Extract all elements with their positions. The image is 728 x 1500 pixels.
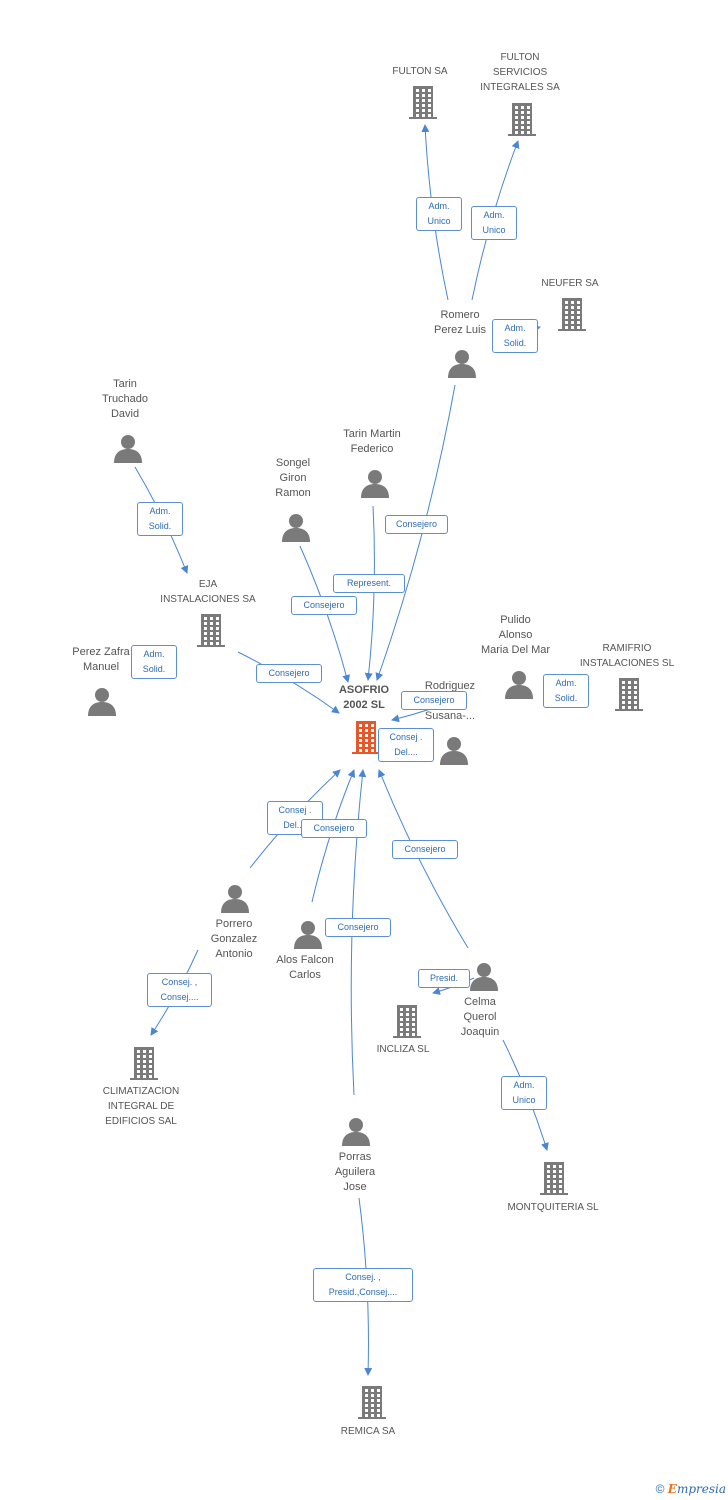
company-label-climatizacion: CLIMATIZACION INTEGRAL DE EDIFICIOS SAL [102, 1086, 180, 1127]
empresia-logo: Empresia [667, 1482, 726, 1496]
footer-brand: © Empresia [656, 1482, 726, 1496]
role-box[interactable]: Adm. Unico [416, 197, 462, 231]
building-icon[interactable] [506, 101, 538, 142]
person-icon[interactable] [469, 961, 499, 996]
person-label-celma: Celma Querol Joaquin [460, 996, 500, 1038]
role-box[interactable]: Adm. Solid. [137, 502, 183, 536]
person-icon[interactable] [447, 348, 477, 383]
person-icon[interactable] [341, 1116, 371, 1151]
role-box[interactable]: Consejero [256, 664, 322, 683]
role-box[interactable]: Adm. Solid. [492, 319, 538, 353]
relation-edge [377, 769, 469, 949]
company-label-fulton: FULTON SA [392, 66, 448, 77]
building-icon[interactable] [613, 676, 645, 717]
building-icon[interactable] [556, 296, 588, 337]
person-icon[interactable] [281, 512, 311, 547]
person-label-alos: Alos Falcon Carlos [276, 954, 334, 981]
person-icon[interactable] [360, 468, 390, 503]
person-label-perez-zafra: Perez Zafra Manuel [72, 646, 130, 673]
role-box[interactable]: Adm. Unico [471, 206, 517, 240]
person-label-tarin-truchado: Tarin Truchado David [101, 378, 149, 420]
center-building-icon[interactable] [350, 719, 382, 760]
role-box[interactable]: Presid. [418, 969, 470, 988]
role-box[interactable]: Adm. Unico [501, 1076, 547, 1110]
company-label-fulton-servicios: FULTON SERVICIOS INTEGRALES SA [480, 52, 560, 93]
relation-edge [364, 505, 375, 681]
company-label-incliza: INCLIZA SL [376, 1044, 430, 1055]
copyright-icon: © [655, 1482, 665, 1496]
role-box[interactable]: Adm. Solid. [131, 645, 177, 679]
person-label-porrero: Porrero Gonzalez Antonio [210, 918, 258, 960]
relation-edge [375, 384, 456, 681]
person-label-pulido: Pulido Alonso Maria Del Mar [480, 614, 551, 656]
center-company-label: ASOFRIO 2002 SL [338, 684, 390, 711]
building-icon[interactable] [356, 1384, 388, 1425]
company-label-neufer: NEUFER SA [541, 278, 599, 289]
role-box[interactable]: Consejero [401, 691, 467, 710]
role-box[interactable]: Adm. Solid. [543, 674, 589, 708]
person-icon[interactable] [220, 883, 250, 918]
role-box[interactable]: Consej . Del.... [378, 728, 434, 762]
role-box[interactable]: Consejero [392, 840, 458, 859]
role-box[interactable]: Consejero [385, 515, 448, 534]
person-label-porras: Porras Aguilera Jose [334, 1151, 376, 1193]
role-box[interactable]: Consejero [301, 819, 367, 838]
company-label-montquiteria: MONTQUITERIA SL [507, 1202, 599, 1213]
person-label-songel: Songel Giron Ramon [275, 457, 311, 499]
person-icon[interactable] [439, 735, 469, 770]
building-icon[interactable] [128, 1045, 160, 1086]
company-label-ramifrio: RAMIFRIO INSTALACIONES SL [579, 643, 675, 669]
role-box[interactable]: Consej. , Presid.,Consej.... [313, 1268, 413, 1302]
person-label-romero: Romero Perez Luis [434, 309, 486, 336]
role-box[interactable]: Consej . Del.... [267, 801, 323, 835]
role-box[interactable]: Consejero [291, 596, 357, 615]
role-box[interactable]: Consejero [325, 918, 391, 937]
role-box[interactable]: Consej. , Consej.... [147, 973, 212, 1007]
building-icon[interactable] [407, 84, 439, 125]
person-icon[interactable] [293, 919, 323, 954]
building-icon[interactable] [391, 1003, 423, 1044]
company-label-eja: EJA INSTALACIONES SA [160, 579, 256, 605]
person-label-tarin-martin: Tarin Martin Federico [343, 428, 401, 455]
person-icon[interactable] [87, 686, 117, 721]
company-label-remica: REMICA SA [340, 1426, 396, 1437]
person-icon[interactable] [113, 433, 143, 468]
building-icon[interactable] [195, 612, 227, 653]
person-icon[interactable] [504, 669, 534, 704]
building-icon[interactable] [538, 1160, 570, 1201]
role-box[interactable]: Represent. [333, 574, 405, 593]
